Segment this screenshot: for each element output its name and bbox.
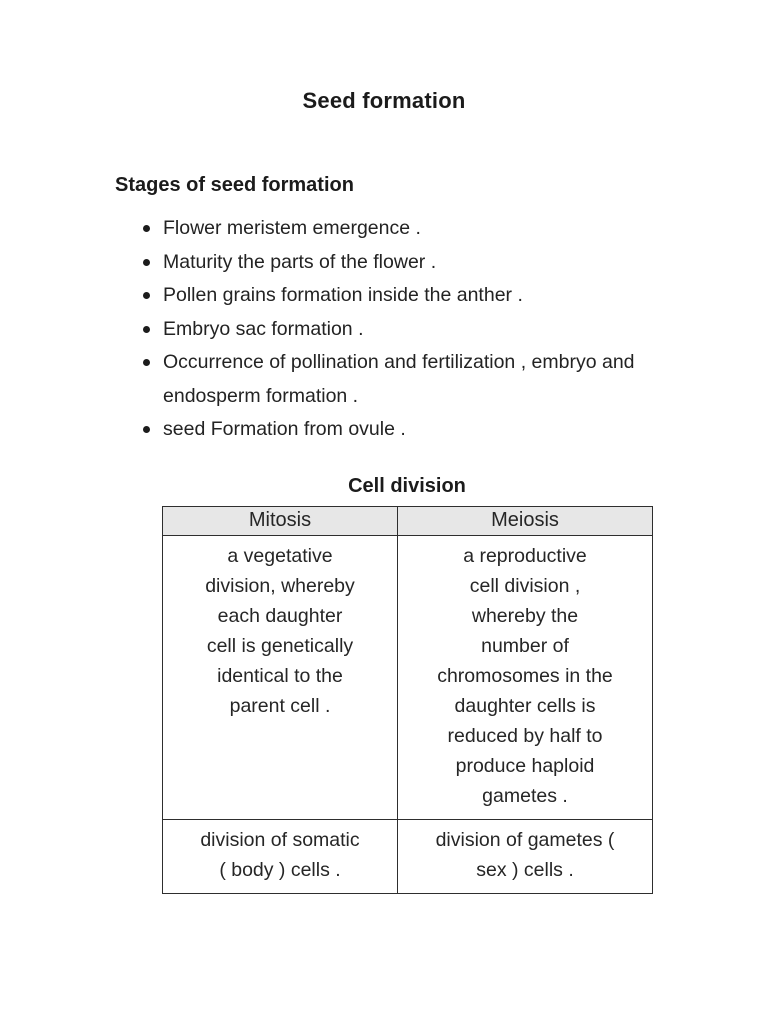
cell-division-table: Mitosis Meiosis a vegetative division, w… [162,505,653,894]
table-header-row: Mitosis Meiosis [162,505,653,536]
table-row-cell-types: division of somatic ( body ) cells . div… [162,818,653,894]
table-header-mitosis: Mitosis [162,505,398,536]
stage-item-4: Embryo sac formation . [143,313,728,347]
stage-item-3: Pollen grains formation inside the anthe… [143,279,728,313]
meiosis-definition-cell: a reproductive cell division , whereby t… [397,534,653,820]
section-heading: Stages of seed formation [115,174,354,196]
meiosis-cell-type-cell: division of gametes ( sex ) cells . [397,818,653,894]
stage-item-6: seed Formation from ovule . [143,413,728,447]
table-title: Cell division [348,474,466,497]
page-title: Seed formation [302,88,466,113]
stage-item-5: Occurrence of pollination and fertilizat… [143,346,728,413]
table-row-definitions: a vegetative division, whereby each daug… [162,534,653,820]
table-header-meiosis: Meiosis [397,505,653,536]
stage-item-2: Maturity the parts of the flower . [143,246,728,280]
stage-item-1: Flower meristem emergence . [143,212,728,246]
mitosis-cell-type-cell: division of somatic ( body ) cells . [162,818,398,894]
mitosis-definition-cell: a vegetative division, whereby each daug… [162,534,398,820]
stages-list: Flower meristem emergence . Maturity the… [0,212,768,447]
